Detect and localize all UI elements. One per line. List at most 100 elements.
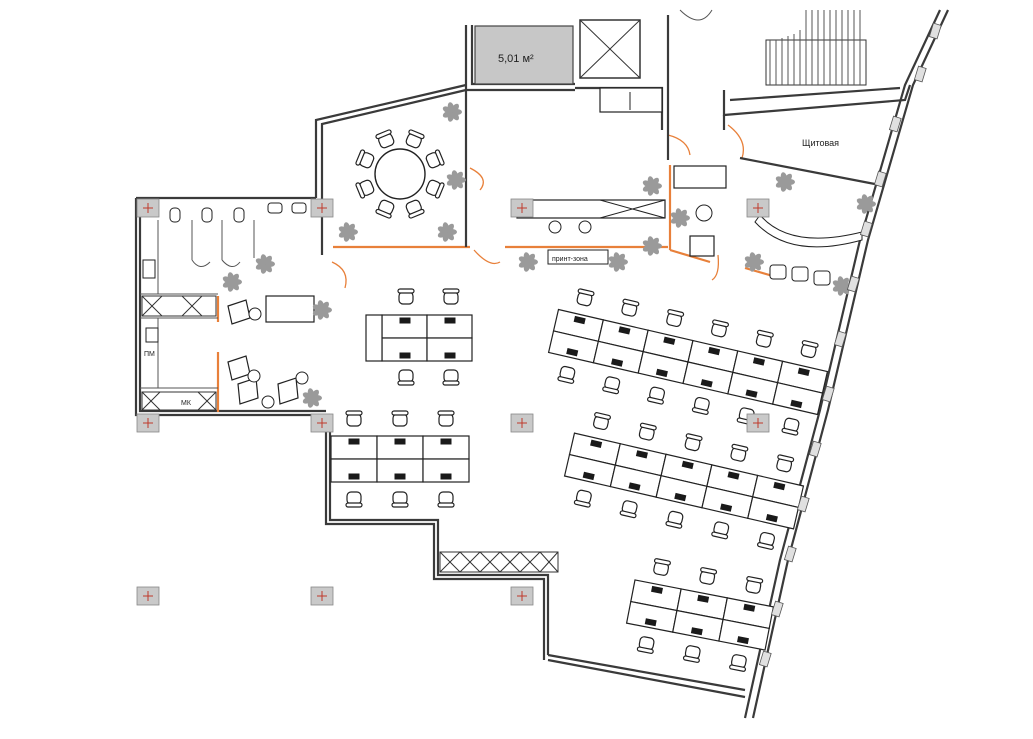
staircase: [765, 10, 867, 86]
mk-label: МК: [181, 400, 192, 407]
monitor: [745, 389, 758, 398]
office-chair: [621, 298, 640, 317]
office-chair: [425, 179, 445, 199]
office-chair: [638, 422, 657, 441]
glass-partitions: [216, 124, 781, 412]
monitor: [743, 603, 756, 612]
office-chair: [397, 369, 415, 386]
office-chair: [375, 199, 395, 219]
office-chair: [442, 288, 460, 305]
mullion: [796, 495, 810, 513]
restroom-fixtures: [142, 202, 307, 279]
plant: [775, 172, 795, 192]
desk-cluster: [547, 288, 829, 436]
monitor: [394, 438, 406, 445]
mullion: [758, 650, 772, 668]
mullion: [783, 545, 797, 563]
print-zone-label: принт-зона: [552, 256, 588, 263]
monitor: [635, 450, 648, 459]
monitor: [348, 438, 360, 445]
office-chair: [557, 365, 576, 384]
storage-area-label: 5,01 м²: [498, 53, 534, 65]
office-chair: [355, 179, 375, 199]
plant: [856, 194, 876, 214]
structural-columns: [136, 198, 770, 606]
monitor: [582, 471, 595, 481]
plant: [642, 236, 662, 256]
facade-mullions: [758, 22, 942, 668]
plant: [302, 388, 322, 408]
plant: [446, 170, 466, 190]
desk: [747, 496, 800, 530]
plant: [312, 300, 332, 320]
monitor: [663, 336, 676, 345]
office-chair: [619, 500, 638, 519]
side-cabinet: [365, 314, 383, 362]
office-chair: [397, 288, 415, 305]
office-chair: [437, 491, 455, 508]
monitor: [399, 317, 411, 324]
cabinet-hatch: ПМ МК: [141, 295, 217, 411]
plant: [642, 176, 662, 196]
lounge-seating: [227, 299, 309, 409]
office-chair: [425, 149, 445, 169]
plant: [608, 252, 628, 272]
plant: [744, 252, 764, 272]
desk-cluster: [625, 558, 775, 672]
column: [136, 198, 160, 218]
monitor: [690, 627, 703, 636]
monitor: [697, 594, 710, 603]
plant: [442, 102, 462, 122]
monitor: [681, 460, 694, 470]
mullion: [821, 385, 835, 403]
monitor: [590, 439, 603, 448]
monitor: [720, 503, 733, 512]
office-chair: [730, 443, 749, 462]
plant: [222, 272, 242, 292]
monitor: [655, 368, 668, 378]
office-chair: [800, 340, 819, 359]
mullion: [913, 65, 927, 83]
hatched-ledge: [439, 551, 559, 573]
monitor: [644, 618, 657, 627]
column: [510, 198, 534, 218]
monitor: [674, 492, 687, 502]
office-chair: [442, 369, 460, 386]
monitor: [765, 514, 778, 523]
column: [136, 586, 160, 606]
desk: [426, 337, 473, 362]
monitor: [618, 326, 631, 335]
office-chair: [391, 491, 409, 508]
office-chair: [636, 636, 655, 654]
desk: [718, 618, 770, 651]
monitor: [727, 471, 740, 480]
meeting-table: [374, 148, 426, 200]
monitor: [700, 379, 713, 388]
plant: [255, 254, 275, 274]
office-chair: [666, 309, 685, 328]
column: [310, 586, 334, 606]
mullion: [888, 115, 902, 133]
monitor: [708, 346, 721, 356]
column: [310, 198, 334, 218]
mullion: [928, 22, 942, 40]
office-chair: [691, 396, 710, 415]
office-chair: [710, 319, 729, 338]
office-chair: [653, 558, 671, 576]
office-chair: [776, 454, 795, 473]
office-chair: [355, 149, 375, 169]
monitor: [394, 473, 406, 480]
plant: [338, 222, 358, 242]
pm-label: ПМ: [144, 351, 155, 358]
mullion: [833, 330, 847, 348]
office-chair: [375, 129, 395, 149]
monitor: [573, 315, 586, 325]
mullion: [846, 275, 860, 293]
monitor: [651, 585, 663, 594]
office-chair: [602, 376, 621, 395]
desk: [771, 381, 824, 416]
plants: [222, 102, 876, 408]
monitor: [773, 481, 786, 491]
office-chair: [711, 521, 730, 540]
